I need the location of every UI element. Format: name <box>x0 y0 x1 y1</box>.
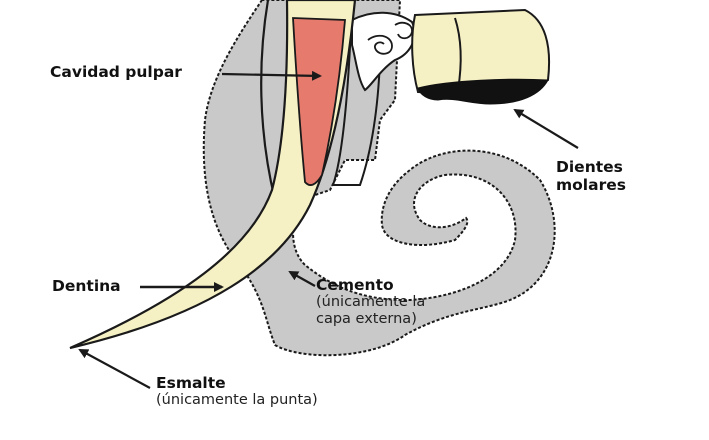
label-pulp-cavity-title: Cavidad pulpar <box>50 63 182 81</box>
label-cement-note-line1: (únicamente la <box>316 294 425 311</box>
label-cement-title: Cemento <box>316 276 425 294</box>
label-enamel: Esmalte (únicamente la punta) <box>156 374 318 409</box>
label-cement: Cemento (únicamente la capa externa) <box>316 276 425 329</box>
label-enamel-note: (únicamente la punta) <box>156 392 318 409</box>
label-dentin: Dentina <box>52 277 121 295</box>
label-cement-note-line2: capa externa) <box>316 311 425 328</box>
label-molar-teeth-line1: Dientes <box>556 158 626 176</box>
label-dentin-title: Dentina <box>52 277 121 295</box>
label-molar-teeth-line2: molares <box>556 176 626 194</box>
enamel-arrow <box>80 350 150 388</box>
label-molar-teeth: Dientes molares <box>556 158 626 195</box>
label-pulp-cavity: Cavidad pulpar <box>50 63 182 81</box>
molars-arrow <box>515 110 578 148</box>
label-enamel-title: Esmalte <box>156 374 318 392</box>
